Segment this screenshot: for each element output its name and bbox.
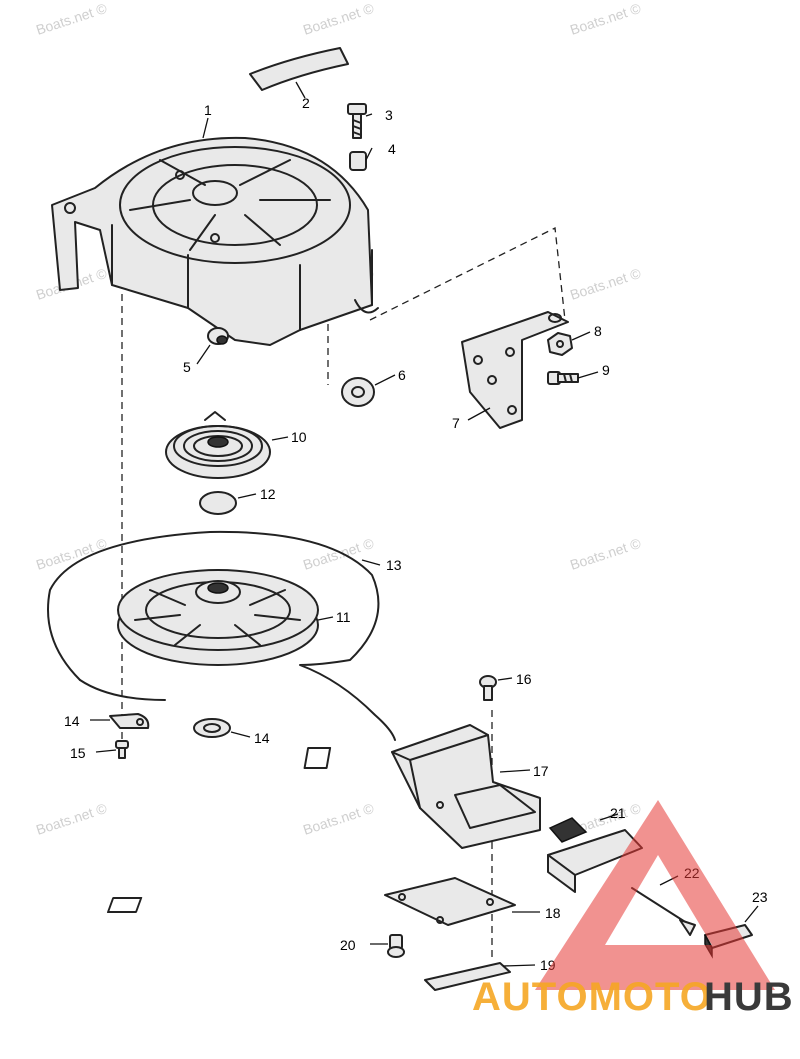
logo-text-hub: HUB	[704, 975, 794, 1019]
part-4-spacer	[349, 151, 367, 171]
watermark: Boats.net ©	[301, 800, 376, 838]
callout-16: 15	[70, 745, 86, 761]
part-6-washer	[341, 377, 375, 407]
part-7-bracket	[461, 311, 569, 429]
callout-11: 11	[336, 609, 351, 625]
watermark: Boats.net ©	[34, 800, 109, 838]
callout-22: 21	[610, 805, 626, 821]
callout-19: 18	[545, 905, 561, 921]
callout-3: 3	[385, 107, 393, 123]
callout-2: 2	[302, 95, 310, 111]
part-9-bolt	[547, 371, 579, 385]
callout-5: 5	[183, 359, 191, 375]
watermark: Boats.net ©	[34, 0, 109, 38]
callout-6: 6	[398, 367, 406, 383]
callout-21: 20	[340, 937, 356, 953]
part-5-grommet	[207, 327, 229, 345]
part-3-screw	[347, 103, 367, 139]
callout-10: 10	[291, 429, 307, 445]
callout-8: 8	[594, 323, 602, 339]
part-12-cap	[199, 491, 237, 515]
part-1-starter-housing	[51, 136, 379, 346]
watermark: Boats.net ©	[568, 265, 643, 303]
watermark: Boats.net ©	[568, 0, 643, 38]
part-19-plate	[106, 877, 516, 926]
watermark: Boats.net ©	[568, 535, 643, 573]
part-18-bracket	[303, 724, 541, 849]
part-14-rope	[47, 530, 396, 741]
part-2-decal	[249, 47, 349, 91]
callout-4: 4	[388, 141, 396, 157]
callout-13: 14	[254, 730, 270, 746]
part-10-spring	[165, 411, 271, 479]
callout-1: 1	[204, 102, 212, 118]
leader-lines	[90, 81, 759, 967]
logo-text-automoto: AUTOMOTO	[472, 975, 712, 1019]
part-21-screw	[387, 934, 405, 958]
callout-18: 17	[533, 763, 549, 779]
callout-12: 12	[260, 486, 276, 502]
part-15-pawl	[109, 713, 150, 729]
part-20-strip	[424, 962, 511, 991]
callout-17: 16	[516, 671, 532, 687]
watermarks: Boats.net © Boats.net © Boats.net © Boat…	[34, 0, 643, 838]
part-16-screw	[115, 740, 129, 759]
logo-triangle-icon	[535, 800, 775, 990]
automotohub-logo: AUTOMOTO HUB	[472, 800, 794, 1019]
callout-23: 23	[752, 889, 768, 905]
callout-9: 9	[602, 362, 610, 378]
part-13-washer	[193, 718, 231, 738]
watermark: Boats.net ©	[301, 0, 376, 38]
part-11-pulley	[117, 569, 319, 666]
callout-14: 13	[386, 557, 402, 573]
part-8-nut	[547, 332, 573, 356]
part-14-rope-segment	[631, 887, 696, 936]
callout-7: 7	[452, 415, 460, 431]
callout-15: 14	[64, 713, 80, 729]
part-17-screw	[479, 675, 497, 701]
